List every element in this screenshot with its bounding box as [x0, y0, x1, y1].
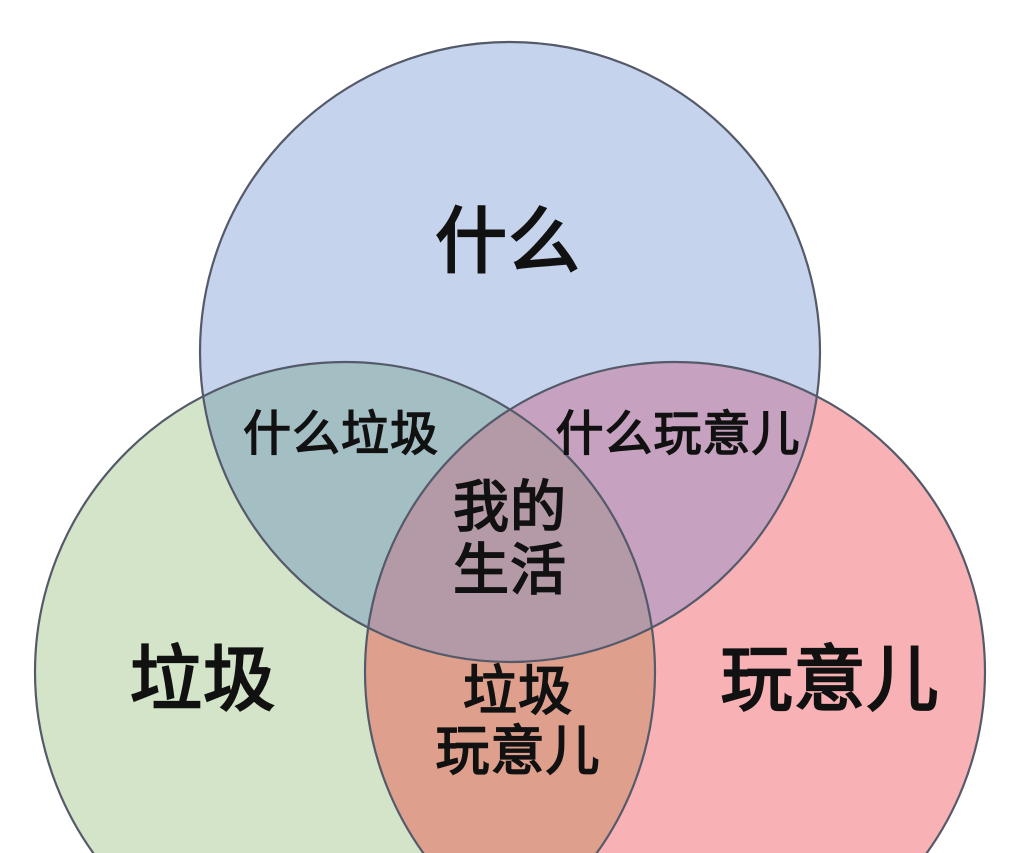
label-top-right-intersection: 什么玩意儿: [555, 406, 801, 463]
circle-right-outline: [363, 360, 987, 853]
label-top-set: 什么: [434, 199, 582, 284]
label-left-right-line-1: 垃圾: [463, 659, 573, 723]
label-left-set: 垃圾: [129, 637, 277, 722]
circle-left-outline: [33, 360, 657, 853]
label-all-intersection: 我的 生活: [453, 477, 567, 602]
label-left-right-line-2: 玩意儿: [435, 720, 601, 783]
label-left-right-intersection: 垃圾 玩意儿: [435, 659, 601, 783]
intersection-all: [365, 362, 655, 662]
circle-top-outline: [198, 40, 822, 664]
label-top-left-intersection: 什么垃圾: [242, 406, 440, 463]
label-all-line-1: 我的: [453, 475, 567, 541]
label-all-line-2: 生活: [453, 538, 567, 603]
label-right-set: 玩意儿: [720, 637, 940, 722]
